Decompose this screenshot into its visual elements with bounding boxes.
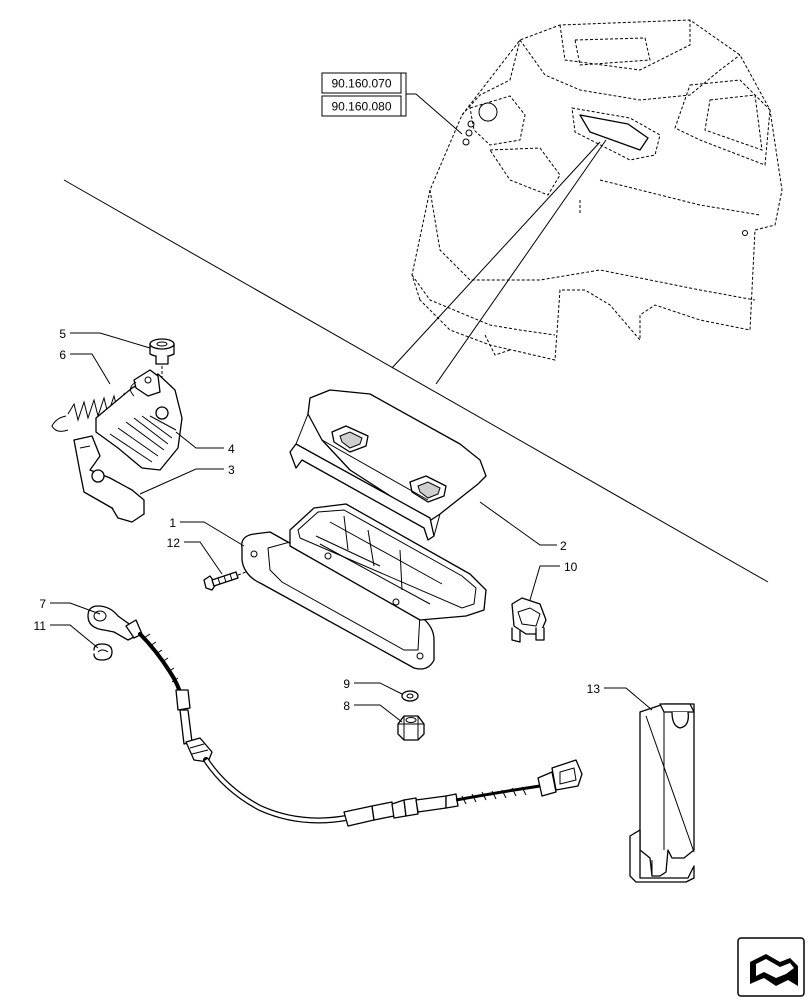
callout-5[interactable]: 5 (59, 327, 66, 341)
callout-10[interactable]: 10 (564, 560, 578, 574)
callout-13[interactable]: 13 (587, 682, 601, 696)
part-13-bracket[interactable] (629, 703, 695, 883)
part-7-cable[interactable] (87, 605, 583, 827)
reference-leader (406, 93, 463, 135)
callout-9[interactable]: 9 (343, 677, 350, 691)
section-line-top (63, 179, 769, 583)
callout-8[interactable]: 8 (343, 699, 350, 713)
callout-labels: 5 6 4 3 1 12 2 10 7 11 9 8 13 (34, 327, 601, 713)
callout-4[interactable]: 4 (228, 442, 235, 456)
reference-box-1[interactable]: 90.160.070 (321, 72, 402, 94)
reference-label-2: 90.160.080 (331, 100, 391, 114)
part-9-washer[interactable] (401, 690, 419, 702)
callout-leaders (50, 332, 653, 723)
part-2-cover[interactable] (289, 389, 487, 541)
callout-2[interactable]: 2 (560, 539, 567, 553)
console-housing (411, 19, 783, 361)
reference-box-2[interactable]: 90.160.080 (321, 95, 402, 117)
part-1-frame[interactable] (241, 503, 487, 670)
part-5-bolt[interactable] (149, 338, 175, 384)
detail-line-left (391, 141, 601, 369)
part-8-nut[interactable] (397, 715, 425, 741)
callout-3[interactable]: 3 (228, 463, 235, 477)
reference-bracket (401, 72, 407, 117)
part-10-clip[interactable] (511, 597, 547, 643)
part-3-lever[interactable] (73, 435, 145, 523)
callout-7[interactable]: 7 (39, 597, 46, 611)
callout-11[interactable]: 11 (34, 619, 47, 633)
part-4-ratchet-plate[interactable] (95, 369, 183, 471)
reference-label-1: 90.160.070 (331, 77, 391, 91)
callout-6[interactable]: 6 (59, 348, 66, 362)
callout-1[interactable]: 1 (169, 516, 176, 530)
detail-line-right (435, 139, 607, 385)
next-page-arrow-icon[interactable] (737, 937, 805, 997)
callout-12[interactable]: 12 (167, 536, 181, 550)
part-12-screw[interactable] (203, 571, 247, 591)
part-11-washer[interactable] (93, 643, 113, 661)
